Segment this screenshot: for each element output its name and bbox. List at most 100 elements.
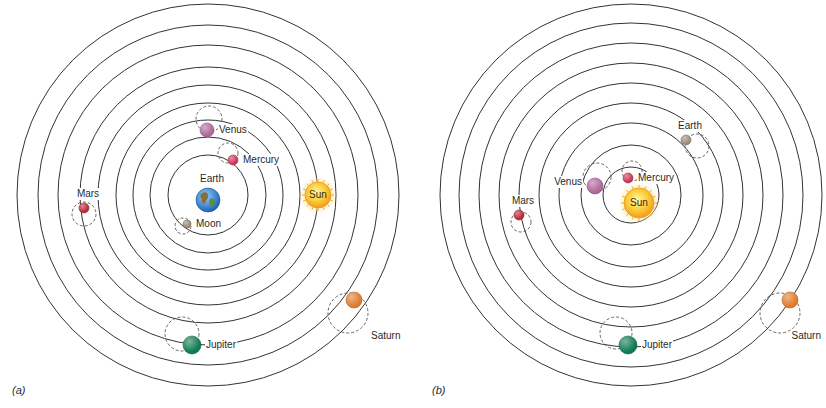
planet-disc (183, 336, 201, 354)
orbit-rings (17, 4, 399, 386)
body-shape (782, 292, 798, 308)
planet-name: Venus (553, 176, 583, 188)
sun-body: Sun (624, 188, 654, 218)
sun-ray (330, 188, 332, 190)
orbit-ring (519, 83, 743, 307)
planet-disc (228, 155, 238, 165)
planet-body: Saturn (346, 292, 362, 308)
body-shape (200, 123, 214, 137)
planet-name: Mars (76, 188, 100, 200)
orbit-ring (479, 43, 783, 347)
epicycle (328, 293, 368, 333)
epicycles (72, 106, 800, 351)
body-shape (183, 336, 201, 354)
sun-ray (323, 180, 325, 182)
planet-name: Mercury (637, 172, 675, 184)
orbit-ring (539, 103, 723, 287)
body-shape (619, 336, 637, 354)
planet-shine (681, 135, 691, 145)
orbit-ring (133, 120, 283, 270)
orbit-ring (440, 4, 822, 386)
planet-disc (79, 203, 89, 213)
sun-disc (305, 182, 331, 208)
sun-ray (318, 209, 319, 212)
sun-ray (622, 196, 624, 198)
sun-ray (655, 203, 658, 204)
sun-ray (626, 214, 628, 216)
planet-disc (619, 336, 637, 354)
sun-ray (328, 184, 330, 186)
planet-shine (619, 336, 637, 354)
planet-name: Earth (199, 173, 225, 185)
sun-rays (302, 179, 334, 211)
planet-name: Moon (195, 218, 222, 230)
orbit-ring (98, 85, 318, 305)
planet-name: Mars (511, 195, 535, 207)
body-shape (196, 188, 220, 212)
sun-ray (650, 190, 652, 192)
planet-shine (183, 336, 201, 354)
panel-letter: (b) (432, 384, 445, 397)
panel-letter: (a) (12, 384, 25, 397)
orbit-ring (559, 123, 703, 267)
planet-shine (623, 173, 633, 183)
orbit-ring (116, 103, 300, 287)
orbit-ring (80, 67, 336, 323)
body-shape (228, 155, 238, 165)
planet-body: Saturn (782, 292, 798, 308)
planet-body: Mars (79, 203, 89, 213)
sun-rays (621, 185, 657, 221)
planet-body: Jupiter (183, 336, 201, 354)
sun-ray (328, 205, 330, 207)
sun-ray (311, 207, 313, 209)
sun-glow (618, 182, 660, 224)
planet-name: Venus (218, 124, 248, 136)
planet-name: Jupiter (641, 339, 673, 351)
sun-ray (644, 186, 646, 188)
sun-glow (299, 176, 337, 214)
planet-disc (346, 292, 362, 308)
planet-shine (200, 123, 214, 137)
sun-ray (622, 208, 624, 210)
sun-ray (332, 195, 335, 196)
orbit-ring (58, 45, 358, 345)
earth-ocean (196, 188, 220, 212)
sun-ray (318, 179, 319, 182)
planet-name: Mercury (242, 154, 280, 166)
planet-disc (514, 210, 524, 220)
orbit-ring (17, 4, 399, 386)
body-shape (79, 203, 89, 213)
planet-shine (587, 178, 603, 194)
body-shape (346, 292, 362, 308)
planet-shine (183, 220, 191, 228)
orbit-ring (581, 145, 681, 245)
planet-shine (346, 292, 362, 308)
epicycle (72, 202, 96, 226)
planet-body: Mercury (228, 155, 238, 165)
sun-ray (307, 184, 309, 186)
sun-ray (653, 196, 655, 198)
planet-body: Jupiter (619, 336, 637, 354)
planet-name: Earth (677, 120, 703, 132)
planet-body: Mars (514, 210, 524, 220)
planet-shine (79, 203, 89, 213)
sun-ray (621, 203, 624, 204)
sun-ray (303, 188, 305, 190)
orbit-ring (459, 23, 803, 367)
sun-ray (650, 214, 652, 216)
planet-body: Mercury (623, 173, 633, 183)
epicycle (760, 293, 800, 333)
orbit-ring (38, 25, 378, 365)
epicycle (175, 218, 191, 234)
sun-ray (330, 200, 332, 202)
body-shape (587, 178, 603, 194)
earth-land (200, 192, 208, 203)
orbit-ring (499, 63, 763, 327)
sun-ray (303, 200, 305, 202)
sun-ray (302, 195, 305, 196)
planet-disc (183, 220, 191, 228)
planet-disc (200, 123, 214, 137)
body-shape (514, 210, 524, 220)
